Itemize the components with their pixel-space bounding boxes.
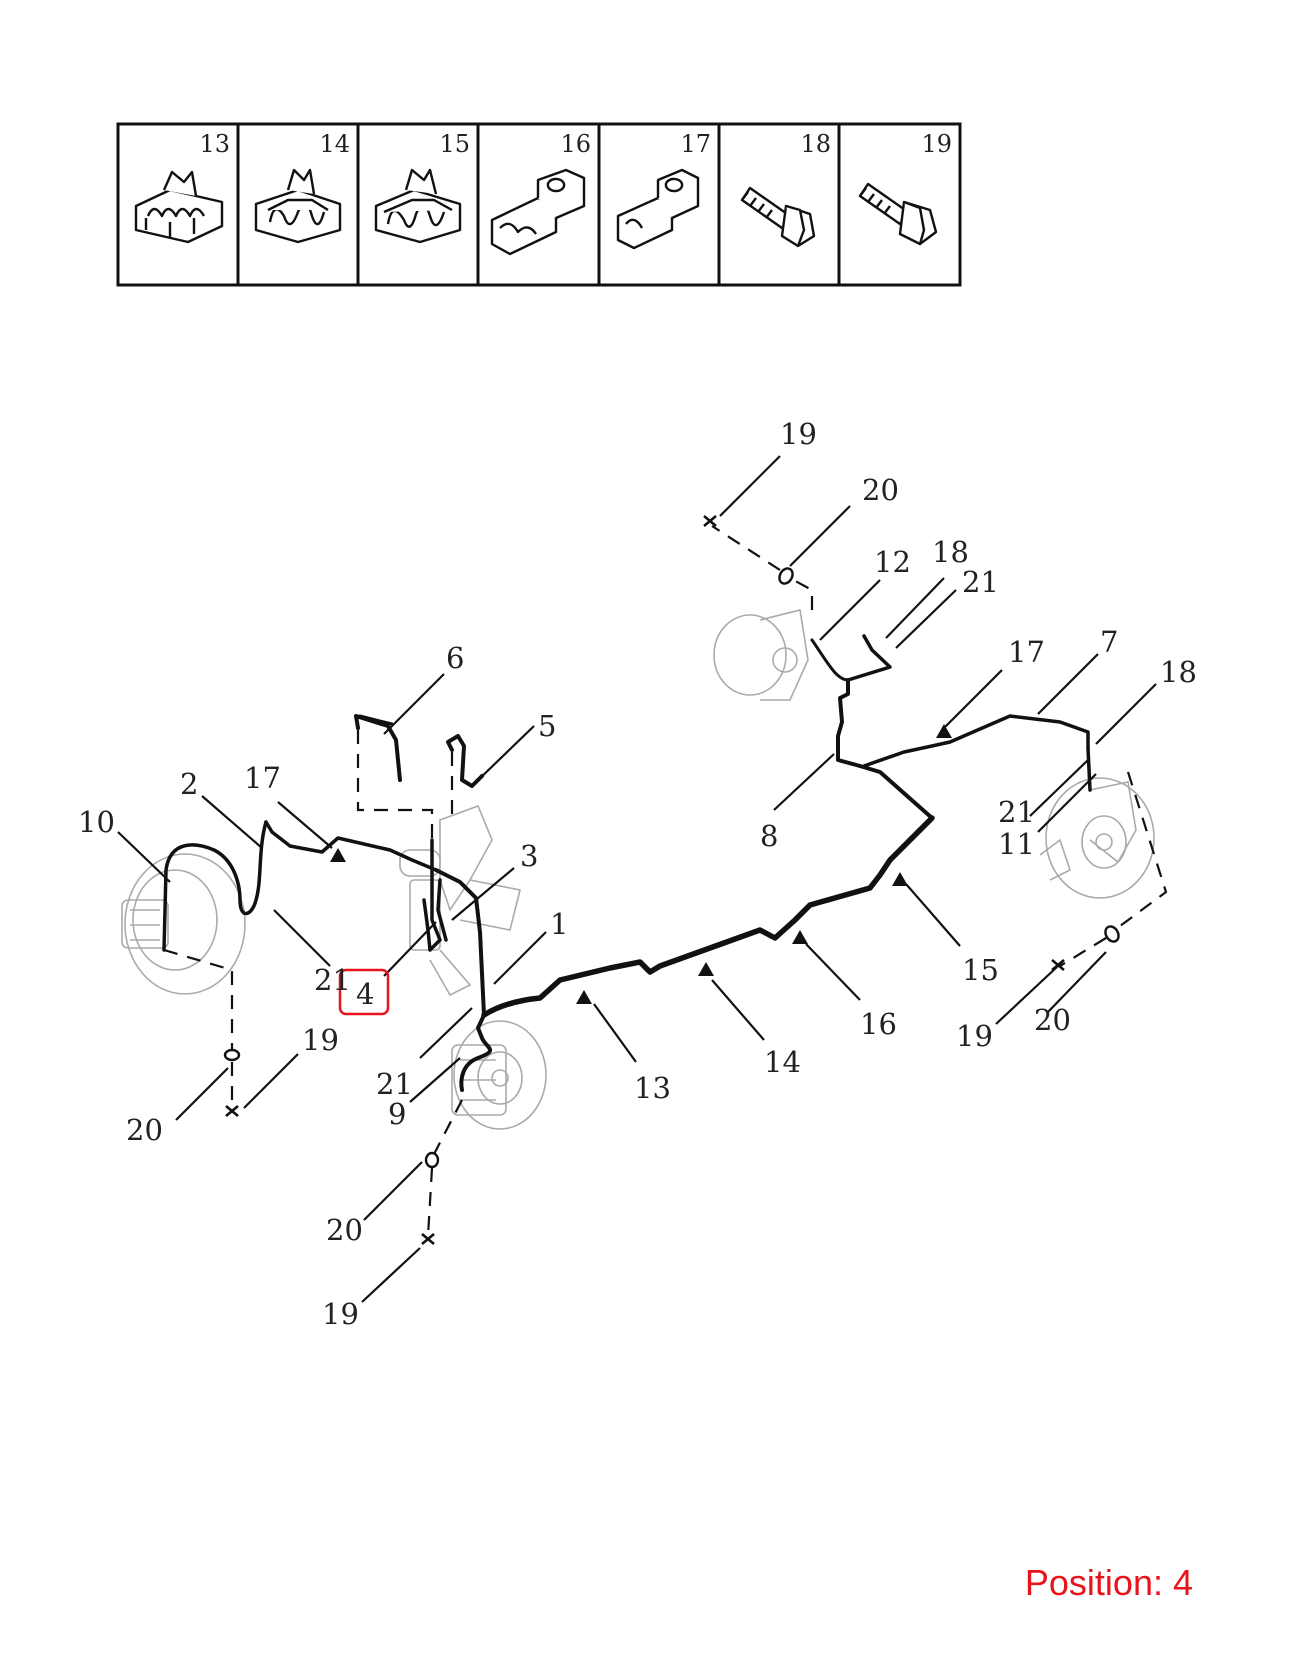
clip-markers — [330, 724, 952, 1004]
callout-2: 2 — [180, 767, 198, 801]
callout-12: 12 — [874, 545, 911, 579]
brake-pipe-6 — [354, 714, 402, 782]
callout-19: 19 — [322, 1297, 359, 1331]
callout-19: 19 — [302, 1023, 339, 1057]
callout-21: 21 — [962, 565, 999, 599]
table-cell-number: 14 — [319, 130, 350, 158]
master-cylinder-booster — [399, 804, 521, 997]
highlight-box — [338, 968, 390, 1016]
callout-21: 21 — [998, 795, 1035, 829]
washer-icon — [778, 567, 794, 585]
washer-icon — [424, 1151, 440, 1169]
clip-16-icon — [490, 168, 586, 256]
table-cell-number: 13 — [199, 130, 230, 158]
leader-lines — [117, 455, 1157, 1303]
rear-right-brake-assembly — [713, 609, 809, 701]
callout-9: 9 — [388, 1097, 406, 1131]
washer-icon — [223, 1048, 241, 1062]
callout-21: 21 — [314, 963, 351, 997]
callout-10: 10 — [78, 805, 115, 839]
callout-11: 11 — [998, 827, 1035, 861]
front-left-brake-assembly — [451, 1020, 547, 1130]
callout-19: 19 — [956, 1019, 993, 1053]
callout-3: 3 — [520, 839, 538, 873]
bolt-icon — [225, 1105, 239, 1117]
table-cell-number: 19 — [921, 130, 952, 158]
callout-20: 20 — [126, 1113, 163, 1147]
position-label: Position: 4 — [1024, 1562, 1193, 1603]
callout-1: 1 — [550, 907, 568, 941]
callout-8: 8 — [760, 819, 778, 853]
table-cell-number: 18 — [800, 130, 831, 158]
clip-17-icon — [616, 168, 700, 250]
callout-6: 6 — [446, 641, 464, 675]
callout-7: 7 — [1100, 625, 1118, 659]
clip-14-icon — [254, 168, 342, 244]
callout-20: 20 — [326, 1213, 363, 1247]
callout-16: 16 — [860, 1007, 897, 1041]
bolt-19-icon — [858, 182, 938, 246]
table-cell-number: 17 — [680, 130, 711, 158]
clip-13-icon — [134, 170, 224, 244]
callout-20: 20 — [1034, 1003, 1071, 1037]
table-cell-number: 15 — [439, 130, 470, 158]
washer-icon — [1104, 925, 1120, 943]
callouts: 1 2 3 4 5 6 7 8 9 10 11 12 13 14 15 16 1… — [78, 417, 1197, 1331]
callout-13: 13 — [634, 1071, 671, 1105]
brake-lines — [162, 634, 1092, 1092]
fastener-stacks — [163, 515, 1168, 1245]
callout-5: 5 — [538, 709, 556, 743]
clip-15-icon — [374, 168, 462, 244]
parts-table: 13 14 15 16 17 18 19 — [116, 122, 962, 287]
front-right-brake-assembly — [1039, 777, 1155, 899]
rear-left-brake-assembly — [121, 853, 246, 995]
callout-14: 14 — [764, 1045, 801, 1079]
bolt-18-icon — [740, 186, 816, 248]
callout-20: 20 — [862, 473, 899, 507]
callout-18: 18 — [1160, 655, 1197, 689]
table-cell-number: 16 — [560, 130, 591, 158]
brake-pipe-5 — [446, 734, 484, 788]
callout-17: 17 — [1008, 635, 1045, 669]
callout-15: 15 — [962, 953, 999, 987]
callout-17: 17 — [244, 761, 281, 795]
callout-21: 21 — [376, 1067, 413, 1101]
callout-4: 4 — [356, 977, 374, 1011]
bolt-icon — [703, 515, 717, 527]
bolt-icon — [421, 1233, 435, 1245]
callout-18: 18 — [932, 535, 969, 569]
callout-19: 19 — [780, 417, 817, 451]
